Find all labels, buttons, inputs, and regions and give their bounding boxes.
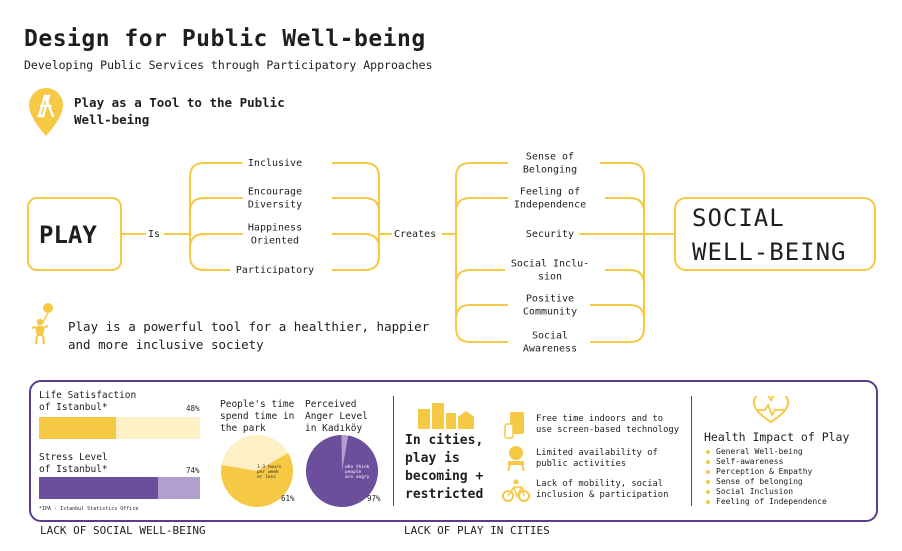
- anger-pie-slice: [306, 435, 378, 507]
- wellbeing-outcome-bg: [517, 328, 583, 357]
- heart-pulse-icon: [752, 396, 790, 424]
- anger-pie-chart: who think people are angry: [306, 435, 378, 507]
- page-title: Design for Public Well-being: [24, 26, 426, 52]
- health-item: General Well-being: [704, 447, 827, 457]
- life-satisfaction-label: Life Satisfaction of Istanbul*: [39, 390, 137, 413]
- is-label: Is: [148, 229, 160, 240]
- wellbeing-label: WELL-BEING: [692, 238, 847, 266]
- play-attribute-bg: [242, 220, 308, 249]
- life-satisfaction-bar: [39, 417, 200, 439]
- play-attribute: Inclusive: [248, 158, 302, 169]
- life-satisfaction-pct: 48%: [186, 404, 200, 413]
- divider: [393, 396, 394, 506]
- park-label: People's time spend time in the park: [220, 399, 295, 434]
- park-pct: 61%: [281, 494, 295, 503]
- wellbeing-outcome-bg: [505, 256, 595, 285]
- phone-icon: [504, 412, 524, 439]
- bottom-panel: [29, 380, 878, 522]
- play-attribute: Participatory: [236, 265, 314, 276]
- play-note: Play is a powerful tool for a healthier,…: [68, 319, 430, 352]
- cities-section-label: LACK OF PLAY IN CITIES: [404, 524, 550, 537]
- anger-pct: 97%: [367, 494, 381, 503]
- stress-level-bar: [39, 477, 200, 499]
- play-attribute-bg: [242, 156, 308, 171]
- wellbeing-outcome-bg: [508, 184, 592, 213]
- play-label: PLAY: [39, 221, 97, 249]
- park-pie-text: per week: [257, 469, 279, 475]
- park-pie-text: or less: [257, 474, 276, 480]
- play-pin-icon: [29, 88, 63, 136]
- park-pie-chart: 1-3 hours per week or less: [221, 435, 293, 507]
- play-wellbeing-diagram: PLAY Is Creates SOCIAL WELL-BEING Inclus…: [27, 149, 876, 357]
- health-item: Self-awareness: [704, 457, 827, 467]
- city-buildings-icon: [418, 403, 474, 429]
- bullet-icon: [706, 470, 710, 474]
- bullet-icon: [706, 500, 710, 504]
- park-pie-text: 1-3 hours: [257, 464, 282, 470]
- social-label: SOCIAL: [692, 204, 785, 232]
- health-title: Health Impact of Play: [704, 430, 850, 444]
- life-satisfaction-bar-fill: [39, 417, 117, 439]
- anger-pie-text: people: [345, 469, 362, 475]
- bullet-icon: [706, 490, 710, 494]
- city-item: Free time indoors and to use screen-base…: [536, 414, 679, 435]
- city-item: Limited availability of public activitie…: [536, 448, 658, 469]
- wellbeing-outcome-bg: [520, 227, 580, 242]
- play-attribute-bg: [230, 263, 320, 278]
- wellbeing-outcome-bg: [517, 149, 583, 178]
- page-subtitle: Developing Public Services through Parti…: [24, 58, 433, 72]
- creates-label: Creates: [394, 229, 436, 240]
- anger-pie-text: who think: [345, 464, 370, 470]
- wellbeing-outcome: Social Inclu-sion: [511, 259, 589, 283]
- playground-icon: [507, 446, 525, 471]
- stress-level-pct: 74%: [186, 466, 200, 475]
- anger-pie-text: are angry: [345, 475, 370, 480]
- footnote: *IPA - Istanbul Statistics Office: [39, 506, 139, 512]
- health-item: Feeling of Independence: [704, 497, 827, 507]
- stress-level-label: Stress Level of Istanbul*: [39, 452, 108, 475]
- city-item: Lack of mobility, social inclusion & par…: [536, 479, 669, 500]
- health-item: Sense of belonging: [704, 477, 827, 487]
- play-attribute-bg: [242, 184, 308, 213]
- bullet-icon: [706, 480, 710, 484]
- divider: [691, 396, 692, 506]
- section-heading: Play as a Tool to the Public Well-being: [74, 95, 285, 127]
- bullet-icon: [706, 460, 710, 464]
- health-item: Social Inclusion: [704, 487, 827, 497]
- wellbeing-outcome: Security: [526, 229, 574, 240]
- bicycle-icon: [502, 479, 530, 502]
- park-pie-slice: [221, 453, 293, 507]
- person-balloon-icon: [31, 303, 53, 345]
- health-item: Perception & Empathy: [704, 467, 827, 477]
- bullet-icon: [706, 450, 710, 454]
- anger-label: Perceived Anger Level in Kadıköy: [305, 399, 368, 434]
- stress-level-bar-fill: [39, 477, 159, 499]
- social-section-label: LACK OF SOCIAL WELL-BEING: [40, 524, 206, 537]
- wellbeing-outcome-bg: [517, 291, 583, 320]
- cities-headline: In cities, play is becoming + restricted: [405, 433, 484, 502]
